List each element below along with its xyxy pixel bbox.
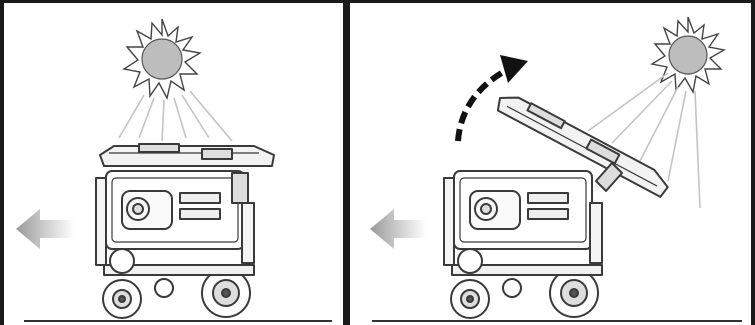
- panel-open-solar: [350, 3, 751, 325]
- left-arrow-icon: [370, 209, 426, 249]
- panel-closed-solar: [4, 3, 343, 325]
- left-arrow-icon: [16, 209, 74, 249]
- solar-rover-icon: [444, 89, 672, 318]
- sun-icon: [124, 19, 200, 98]
- panel-open-solar-art: [350, 3, 751, 325]
- panel-closed-solar-art: [4, 3, 343, 325]
- sun-icon: [652, 17, 724, 92]
- sun-rays: [119, 91, 232, 141]
- solar-rover-icon: [96, 144, 274, 318]
